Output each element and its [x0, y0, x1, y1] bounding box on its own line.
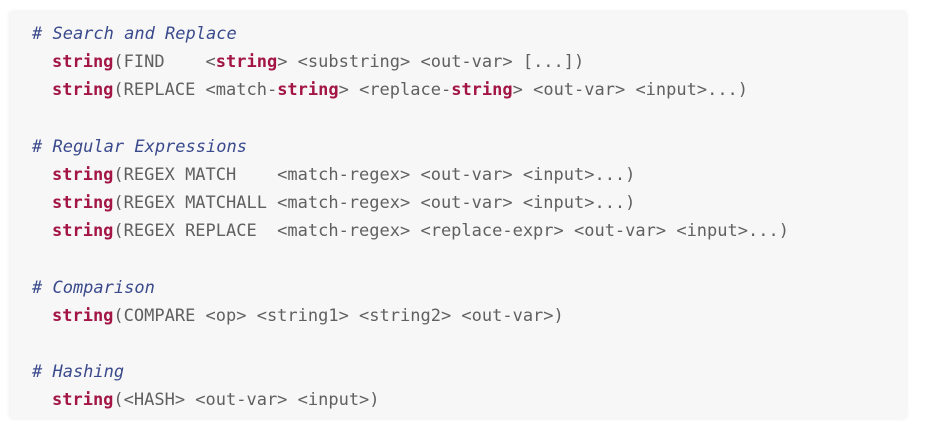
blank-line — [32, 246, 789, 274]
keyword-token: string — [277, 80, 339, 101]
keyword-token: string — [215, 52, 278, 73]
text-token: (REGEX REPLACE <match-regex> <replace-ex… — [113, 221, 789, 242]
text-token: (FIND < — [113, 52, 216, 73]
text-token: (REGEX MATCHALL <match-regex> <out-var> … — [113, 193, 636, 214]
code-line: string(REGEX MATCH <match-regex> <out-va… — [32, 161, 789, 189]
keyword-token: string — [52, 305, 114, 326]
keyword-token: string — [52, 52, 114, 73]
code-line: string(REGEX MATCHALL <match-regex> <out… — [32, 189, 789, 217]
keyword-token: string — [52, 221, 114, 242]
blank-line — [32, 105, 789, 133]
code-line: string(FIND <string> <substring> <out-va… — [32, 48, 789, 76]
keyword-token: string — [52, 193, 114, 214]
text-token: > <substring> <out-var> [...]) — [277, 52, 585, 73]
code-line: string(COMPARE <op> <string1> <string2> … — [32, 302, 789, 330]
section-comment: # Hashing — [32, 362, 125, 383]
section-comment: # Comparison — [32, 277, 155, 298]
text-token: (<HASH> <out-var> <input>) — [113, 390, 380, 411]
text-token: > <out-var> <input>...) — [512, 80, 749, 101]
keyword-token: string — [451, 80, 513, 101]
blank-line — [32, 330, 789, 358]
keyword-token: string — [52, 390, 114, 411]
text-token: (REGEX MATCH <match-regex> <out-var> <in… — [113, 164, 636, 185]
section-comment: # Regular Expressions — [32, 136, 247, 157]
code-line: string(REPLACE <match-string> <replace-s… — [32, 76, 789, 104]
code-line: string(REGEX REPLACE <match-regex> <repl… — [32, 217, 789, 245]
code-line: string(<HASH> <out-var> <input>) — [32, 386, 789, 414]
text-token: (REPLACE <match- — [113, 80, 278, 101]
section-comment: # Search and Replace — [32, 24, 237, 44]
keyword-token: string — [52, 164, 114, 185]
text-token: (COMPARE <op> <string1> <string2> <out-v… — [113, 305, 564, 326]
keyword-token: string — [52, 80, 114, 101]
text-token: > <replace- — [338, 80, 452, 101]
